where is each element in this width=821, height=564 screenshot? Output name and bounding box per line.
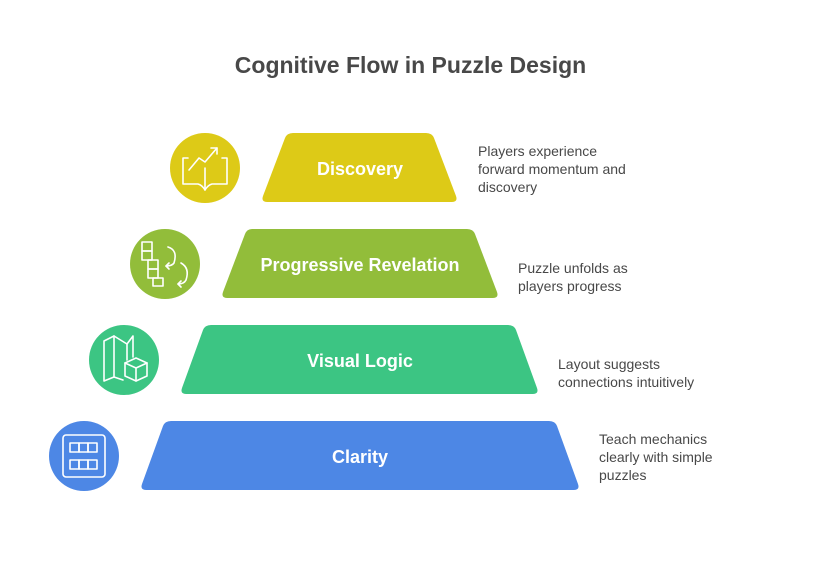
- trapezoid-clarity: [141, 421, 579, 490]
- level-label-discovery: Discovery: [317, 159, 403, 179]
- description-discovery: Players experience forward momentum and …: [478, 143, 626, 195]
- level-discovery: Discovery: [170, 133, 457, 203]
- description-visual-logic: Layout suggests connections intuitively: [558, 356, 695, 390]
- level-label-clarity: Clarity: [332, 447, 388, 467]
- level-clarity: Clarity: [49, 421, 579, 491]
- blocks-flow-icon: [141, 241, 188, 288]
- icon-circle-progressive-revelation: [130, 229, 200, 299]
- level-progressive-revelation: Progressive Revelation: [130, 229, 498, 299]
- trapezoid-progressive-revelation: [222, 229, 498, 298]
- trapezoid-discovery: [262, 133, 457, 202]
- level-visual-logic: Visual Logic: [89, 325, 538, 395]
- icon-circle-visual-logic: [89, 325, 159, 395]
- book-growth-icon: [182, 147, 228, 191]
- description-clarity: Teach mechanics clearly with simple puzz…: [599, 431, 713, 483]
- grid-panel-icon: [62, 434, 106, 478]
- description-progressive-revelation: Puzzle unfolds as players progress: [518, 260, 628, 294]
- level-label-visual-logic: Visual Logic: [307, 351, 413, 371]
- map-cube-icon: [103, 335, 148, 382]
- diagram-title: Cognitive Flow in Puzzle Design: [234, 52, 587, 78]
- icon-circle-clarity: [49, 421, 119, 491]
- trapezoid-visual-logic: [181, 325, 538, 394]
- level-label-progressive-revelation: Progressive Revelation: [260, 255, 459, 275]
